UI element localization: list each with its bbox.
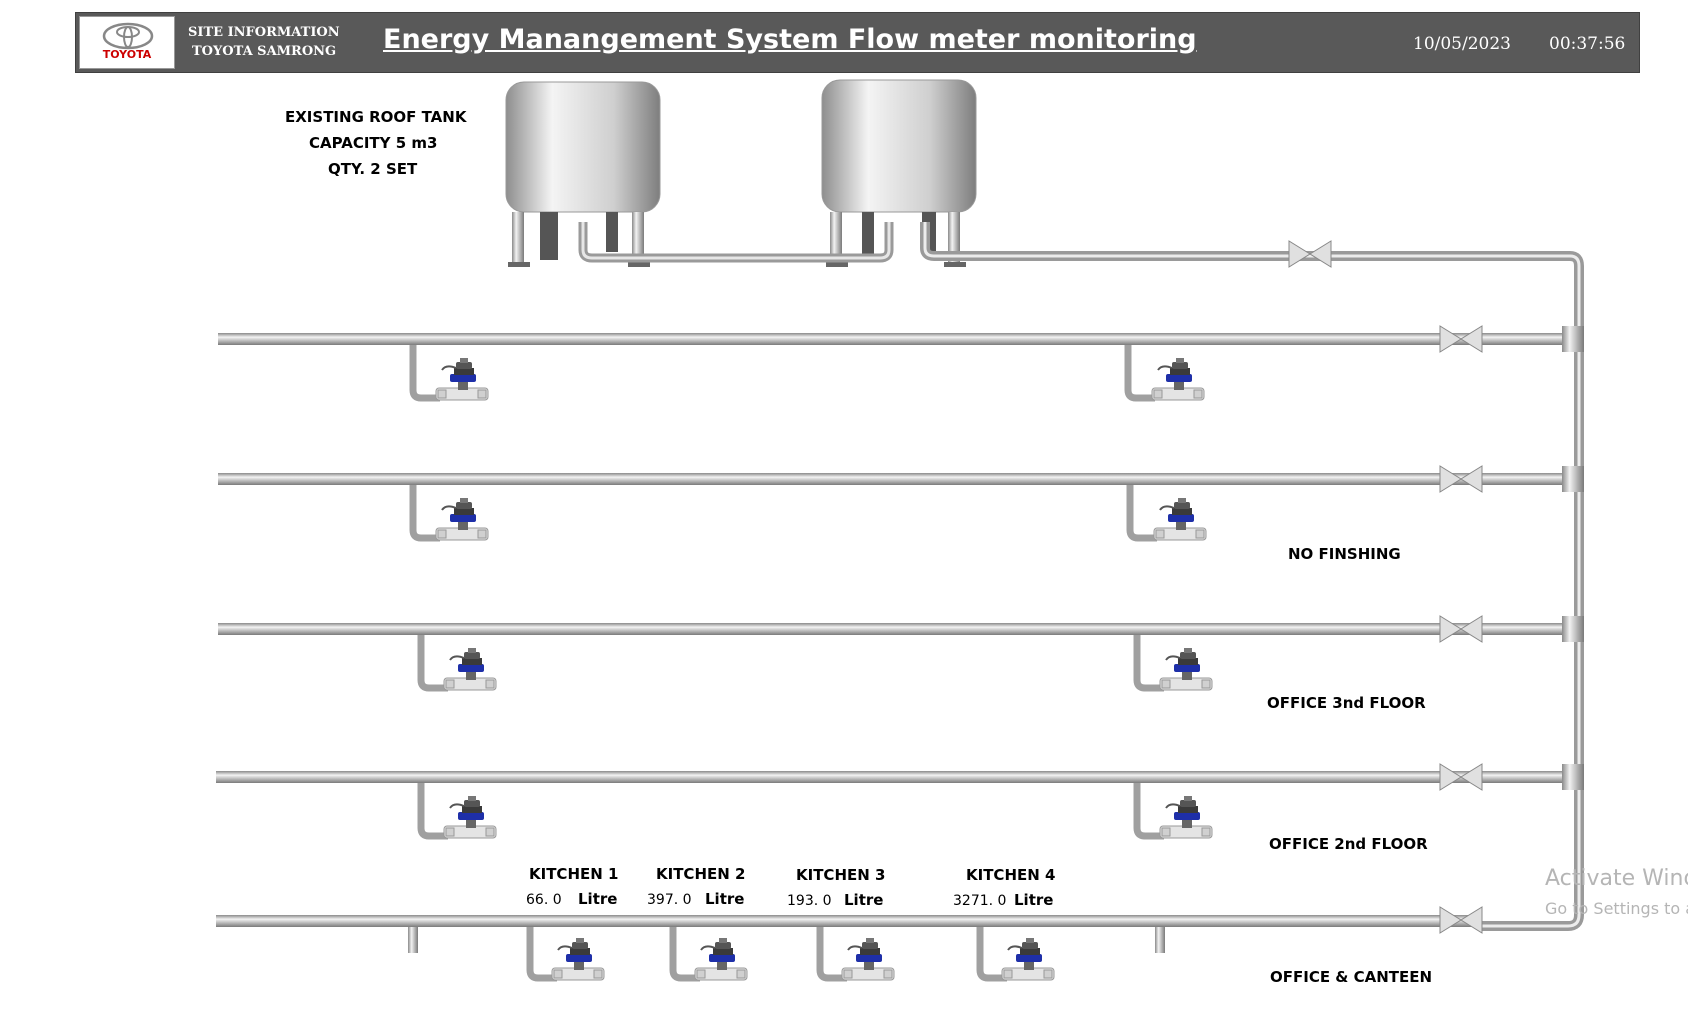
- kitchen-1-value: 66. 0: [526, 892, 562, 908]
- header-pipe-3: [218, 615, 1576, 692]
- toyota-emblem-icon: [102, 22, 154, 50]
- main-valve-icon[interactable]: [1288, 240, 1332, 268]
- header-bar: [75, 12, 1640, 73]
- floor-label-no-finishing: NO FINSHING: [1288, 545, 1401, 563]
- header-pipe-1: [218, 325, 1576, 402]
- valve-icon[interactable]: [1439, 763, 1483, 791]
- flow-meter-icon[interactable]: [443, 647, 497, 691]
- header-pipe-4: [216, 763, 1576, 840]
- flow-meter-kitchen-1-icon[interactable]: [551, 937, 605, 981]
- flow-meter-icon[interactable]: [435, 357, 489, 401]
- valve-icon[interactable]: [1439, 906, 1483, 934]
- kitchen-2-label: KITCHEN 2: [656, 865, 746, 883]
- kitchen-2-unit: Litre: [705, 890, 745, 908]
- header-pipe-5: [216, 906, 1483, 982]
- kitchen-1-unit: Litre: [578, 890, 618, 908]
- activate-windows-watermark: Activate Wind: [1545, 866, 1688, 891]
- tank-info-line3: QTY. 2 SET: [328, 160, 418, 178]
- valve-icon[interactable]: [1439, 615, 1483, 643]
- floor-label-office-3: OFFICE 3nd FLOOR: [1267, 694, 1426, 712]
- valve-icon[interactable]: [1439, 325, 1483, 353]
- activate-windows-hint: Go to Settings to a: [1545, 899, 1688, 918]
- kitchen-3-unit: Litre: [844, 891, 884, 909]
- site-info-label: SITE INFORMATION: [188, 25, 340, 40]
- valve-icon[interactable]: [1439, 465, 1483, 493]
- roof-tank-1: [505, 81, 661, 267]
- kitchen-3-value: 193. 0: [787, 893, 832, 909]
- flow-meter-icon[interactable]: [1159, 795, 1213, 839]
- kitchen-4-unit: Litre: [1014, 891, 1054, 909]
- floor-label-office-canteen: OFFICE & CANTEEN: [1270, 968, 1433, 986]
- flow-meter-icon[interactable]: [1153, 497, 1207, 541]
- kitchen-4-label: KITCHEN 4: [966, 866, 1056, 884]
- page-title: Energy Manangement System Flow meter mon…: [383, 24, 1197, 55]
- site-name: TOYOTA SAMRONG: [192, 44, 337, 59]
- flow-meter-icon[interactable]: [1151, 357, 1205, 401]
- brand-name: TOYOTA: [102, 48, 152, 61]
- floor-label-office-2: OFFICE 2nd FLOOR: [1269, 835, 1428, 853]
- flow-meter-kitchen-2-icon[interactable]: [694, 937, 748, 981]
- date-display: 10/05/2023: [1413, 34, 1511, 54]
- toyota-logo: TOYOTA: [79, 16, 175, 69]
- flow-meter-icon[interactable]: [435, 497, 489, 541]
- flow-meter-kitchen-4-icon[interactable]: [1001, 937, 1055, 981]
- tank-info-line2: CAPACITY 5 m3: [309, 134, 438, 152]
- kitchen-1-label: KITCHEN 1: [529, 865, 619, 883]
- flow-meter-icon[interactable]: [1159, 647, 1213, 691]
- flow-meter-kitchen-3-icon[interactable]: [841, 937, 895, 981]
- header-pipe-2: [218, 465, 1576, 542]
- kitchen-2-value: 397. 0: [647, 892, 692, 908]
- flow-meter-icon[interactable]: [443, 795, 497, 839]
- tank-info-line1: EXISTING ROOF TANK: [285, 108, 467, 126]
- roof-tank-2: [821, 79, 977, 267]
- kitchen-4-value: 3271. 0: [953, 893, 1007, 909]
- kitchen-3-label: KITCHEN 3: [796, 866, 886, 884]
- time-display: 00:37:56: [1549, 34, 1626, 54]
